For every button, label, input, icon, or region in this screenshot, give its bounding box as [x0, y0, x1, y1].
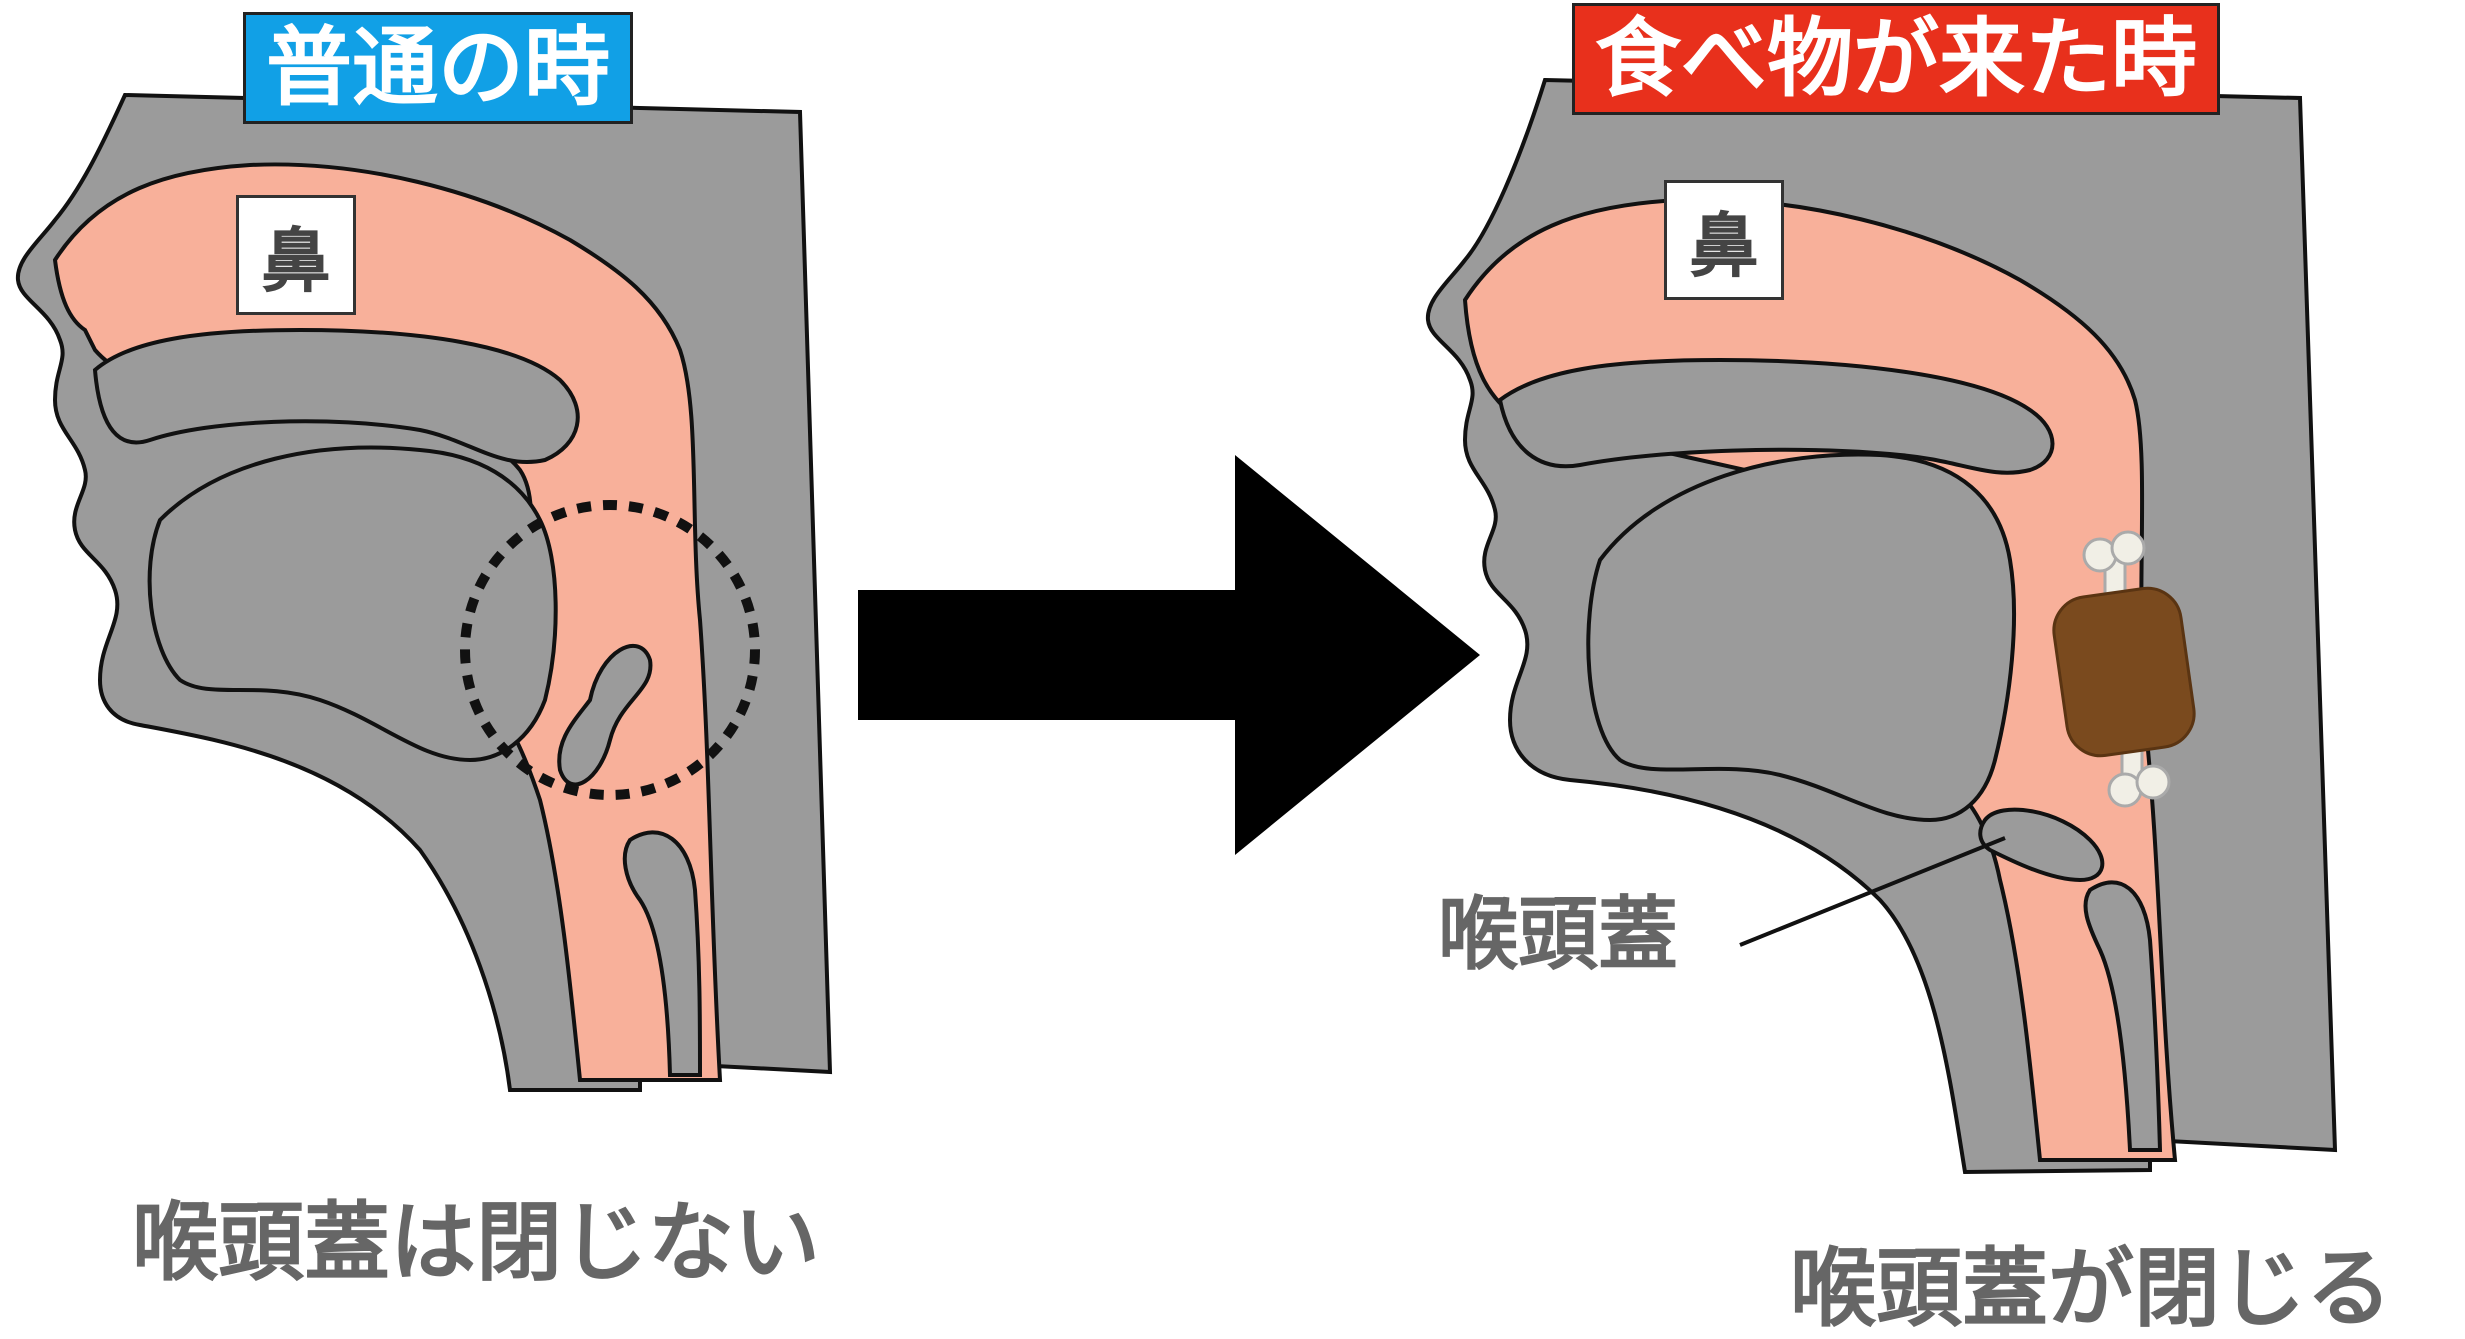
left-epiglottis [557, 643, 653, 787]
left-nose-label: 鼻 [236, 195, 356, 315]
left-caption: 喉頭蓋は閉じない [132, 1193, 820, 1293]
right-nose-label: 鼻 [1664, 180, 1784, 300]
right-trachea-wall [2083, 880, 2163, 1152]
left-trachea-wall [622, 830, 703, 1077]
epiglottis-highlight-circle [460, 500, 760, 800]
meat-on-bone-icon [2052, 530, 2196, 808]
epiglottis-label: 喉頭蓋 [1438, 888, 1678, 981]
meat-chunk [2052, 586, 2196, 758]
right-palate [1497, 357, 2055, 475]
left-palate [92, 327, 580, 464]
right-head-section [1425, 77, 2338, 1175]
left-head-section [15, 92, 833, 1092]
epiglottis-pointer-line [1739, 836, 2006, 947]
right-tongue [1586, 452, 2017, 823]
left-tongue [147, 445, 558, 763]
right-caption: 喉頭蓋が閉じる [1790, 1239, 2392, 1339]
normal-state-title: 普通の時 [243, 12, 633, 124]
arrow-right-icon [858, 455, 1480, 855]
food-state-title: 食べ物が来た時 [1572, 3, 2220, 115]
